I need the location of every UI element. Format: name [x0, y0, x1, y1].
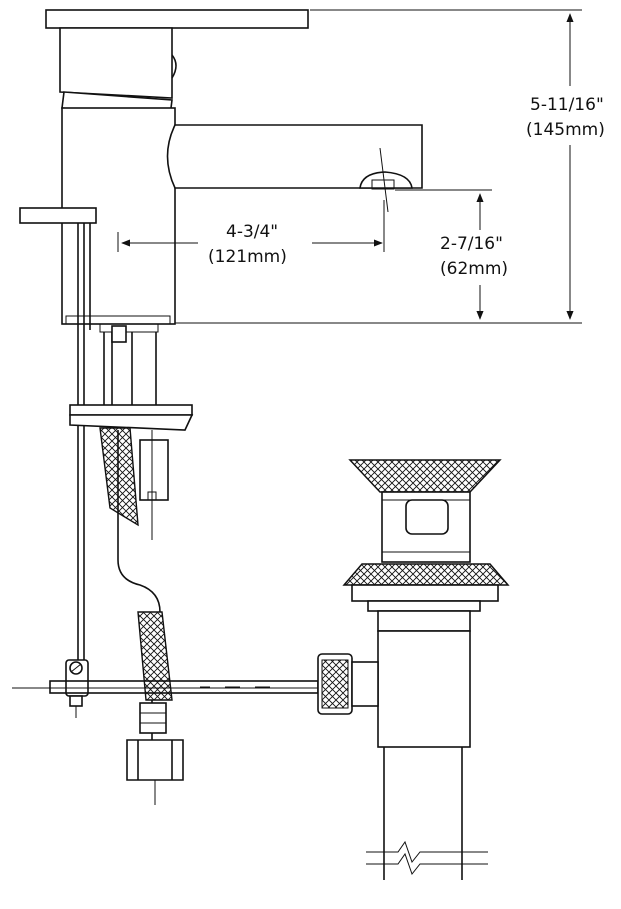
- mounting-hardware: [69, 323, 194, 805]
- clearance-metric-label: (62mm): [440, 259, 508, 279]
- supply-hose-lower: [137, 611, 173, 701]
- drain-flange: [348, 459, 502, 493]
- faucet-body: [45, 9, 423, 325]
- drain-assembly: [317, 459, 510, 880]
- supply-hose-upper: [99, 427, 139, 527]
- handle-lever: [45, 9, 309, 29]
- reach-imperial-label: 4-3/4": [226, 222, 278, 242]
- spout: [166, 124, 423, 189]
- height-imperial-label: 5-11/16": [530, 95, 604, 115]
- dimension-lines: [117, 9, 582, 324]
- height-metric-label: (145mm): [526, 120, 605, 140]
- clearance-imperial-label: 2-7/16": [440, 234, 503, 254]
- handle-cap: [59, 27, 173, 99]
- popup-rod: [19, 207, 97, 718]
- reach-metric-label: (121mm): [208, 247, 287, 267]
